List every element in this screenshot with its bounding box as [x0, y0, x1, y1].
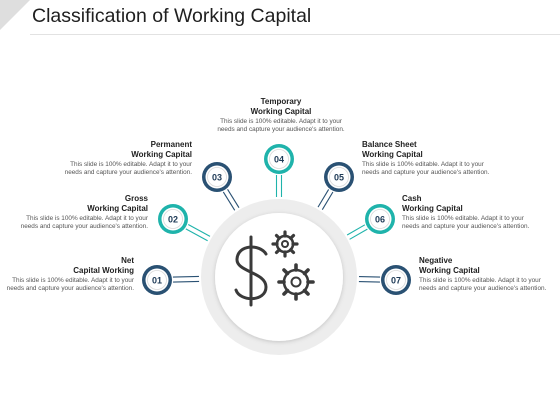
label-04: Temporary Working Capital This slide is … — [211, 97, 351, 134]
connector-03 — [227, 188, 240, 208]
node-07: 07 — [381, 265, 411, 295]
corner-accent — [0, 0, 30, 30]
node-number: 02 — [168, 215, 178, 225]
node-number: 03 — [212, 173, 222, 183]
connector-05 — [321, 191, 334, 210]
label-02-text: This slide is 100% editable. Adapt it to… — [20, 215, 148, 230]
connector-07 — [358, 280, 380, 283]
connector-01 — [172, 275, 199, 278]
connector-05 — [317, 189, 330, 208]
connector-03 — [222, 191, 236, 211]
connector-07 — [359, 276, 381, 278]
label-02: Gross Working Capital This slide is 100%… — [8, 194, 148, 231]
title-divider — [30, 34, 560, 35]
connector-02 — [187, 224, 211, 237]
label-06: Cash Working Capital This slide is 100% … — [402, 194, 542, 231]
connector-01 — [173, 280, 200, 283]
node-number: 06 — [375, 215, 385, 225]
node-05: 05 — [324, 162, 354, 192]
connector-06 — [346, 224, 366, 236]
node-02: 02 — [158, 204, 188, 234]
label-03: Permanent Working Capital This slide is … — [52, 140, 192, 177]
hub-inner-disc — [215, 213, 343, 341]
node-number: 01 — [152, 276, 162, 286]
label-03-heading: Permanent Working Capital — [131, 140, 192, 159]
label-07: Negative Working Capital This slide is 1… — [419, 256, 559, 293]
node-04: 04 — [264, 144, 294, 174]
label-02-heading: Gross Working Capital — [87, 194, 148, 213]
label-03-text: This slide is 100% editable. Adapt it to… — [64, 161, 192, 176]
page-title: Classification of Working Capital — [32, 5, 312, 27]
node-number: 07 — [391, 276, 401, 286]
node-01: 01 — [142, 265, 172, 295]
label-07-text: This slide is 100% editable. Adapt it to… — [419, 277, 547, 292]
label-01-text: This slide is 100% editable. Adapt it to… — [6, 277, 134, 292]
label-04-text: This slide is 100% editable. Adapt it to… — [217, 118, 345, 133]
connector-02 — [185, 228, 208, 242]
label-05-heading: Balance Sheet Working Capital — [362, 140, 423, 159]
node-03: 03 — [202, 162, 232, 192]
label-01: Net Capital Working This slide is 100% e… — [0, 256, 134, 293]
connector-lines — [172, 175, 381, 283]
label-01-heading: Net Capital Working — [73, 256, 134, 275]
label-06-text: This slide is 100% editable. Adapt it to… — [402, 215, 530, 230]
node-number: 05 — [334, 173, 344, 183]
label-05: Balance Sheet Working Capital This slide… — [362, 140, 502, 177]
dollar-gears-icon — [234, 230, 315, 307]
connector-06 — [349, 228, 368, 240]
label-07-heading: Negative Working Capital — [419, 256, 480, 275]
label-05-text: This slide is 100% editable. Adapt it to… — [362, 161, 490, 176]
label-06-heading: Cash Working Capital — [402, 194, 463, 213]
node-number: 04 — [274, 155, 284, 165]
label-04-heading: Temporary Working Capital — [250, 97, 312, 116]
node-06: 06 — [365, 204, 395, 234]
